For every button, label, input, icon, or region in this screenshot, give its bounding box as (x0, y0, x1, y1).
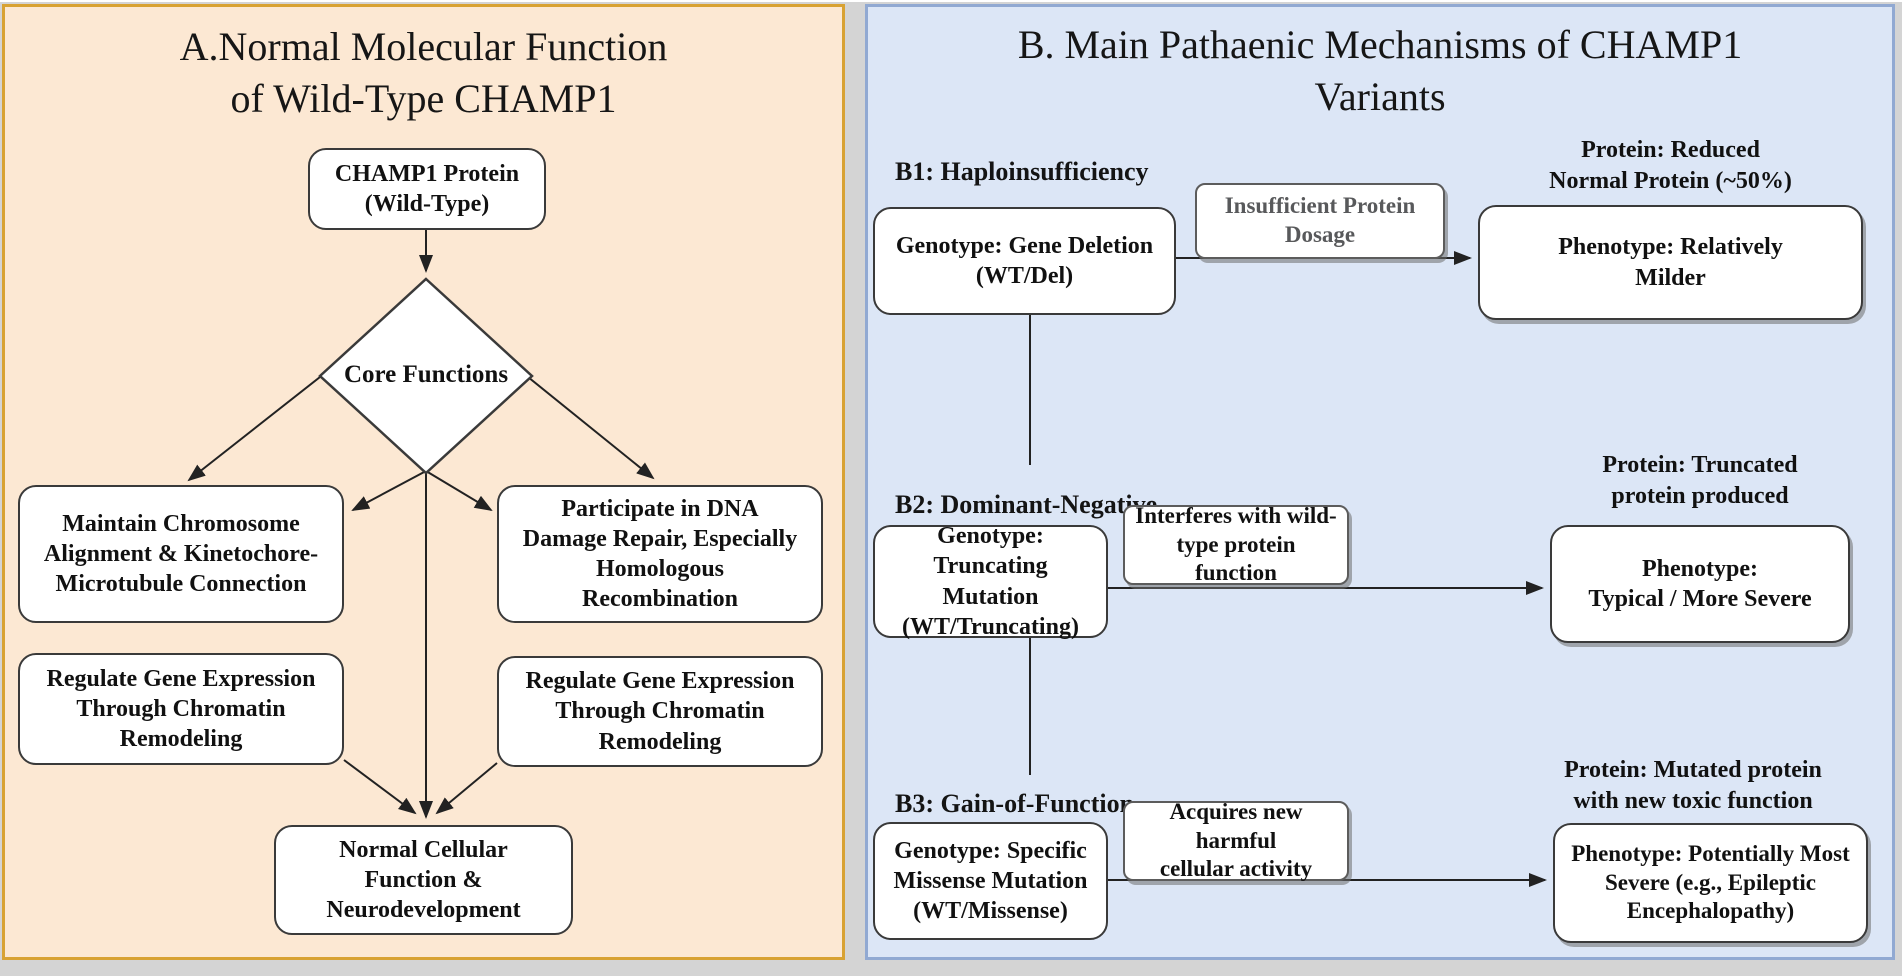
node-regulate-gene-expression-left: Regulate Gene Expression Through Chromat… (18, 653, 344, 765)
phenotype-box-b3: Phenotype: Potentially Most Severe (e.g.… (1553, 823, 1868, 943)
phenotype-box-b2: Phenotype: Typical / More Severe (1550, 525, 1850, 643)
phenotype-box-b1: Phenotype: Relatively Milder (1478, 205, 1863, 320)
section-label-b2: B2: Dominant-Negative (895, 490, 1158, 519)
node-normal-cellular-function: Normal Cellular Function & Neurodevelopm… (274, 825, 573, 935)
mechanism-box-b1: Insufficient Protein Dosage (1195, 183, 1445, 259)
panel-a-normal-function: A.Normal Molecular Function of Wild-Type… (2, 4, 845, 960)
protein-header-b2: Protein: Truncated protein produced (1602, 452, 1798, 510)
mechanism-box-b3: Acquires new harmful cellular activity (1123, 799, 1349, 881)
node-maintain-chromosome: Maintain Chromosome Alignment & Kinetoch… (18, 485, 344, 623)
panel-a-title: A.Normal Molecular Function of Wild-Type… (179, 24, 668, 121)
node-dna-damage-repair: Participate in DNA Damage Repair, Especi… (497, 485, 823, 623)
section-label-b1: B1: Haploinsufficiency (895, 157, 1149, 186)
core-functions-label: Core Functions (343, 361, 509, 388)
section-label-b3: B3: Gain-of-Function (895, 789, 1135, 818)
protein-header-b3: Protein: Mutated protein with new toxic … (1564, 757, 1822, 815)
node-regulate-gene-expression-right: Regulate Gene Expression Through Chromat… (497, 656, 823, 767)
core-functions-diamond-shape (318, 277, 534, 475)
genotype-box-b1: Genotype: Gene Deletion (WT/Del) (873, 207, 1176, 315)
panel-b-title: B. Main Pathaenic Mechanisms of CHAMP1 V… (1017, 22, 1743, 119)
node-champ1-protein: CHAMP1 Protein (Wild-Type) (308, 148, 546, 230)
genotype-box-b3: Genotype: Specific Missense Mutation (WT… (873, 822, 1108, 940)
panel-b-pathogenic-mechanisms: B. Main Pathaenic Mechanisms of CHAMP1 V… (865, 4, 1895, 960)
mechanism-box-b2: Interferes with wild- type protein funct… (1123, 503, 1349, 585)
flow-arrows-panel-a (187, 230, 655, 819)
protein-header-b1: Protein: Reduced Normal Protein (~50%) (1549, 137, 1792, 195)
genotype-box-b2: Genotype: Truncating Mutation (WT/Trunca… (873, 523, 1108, 640)
